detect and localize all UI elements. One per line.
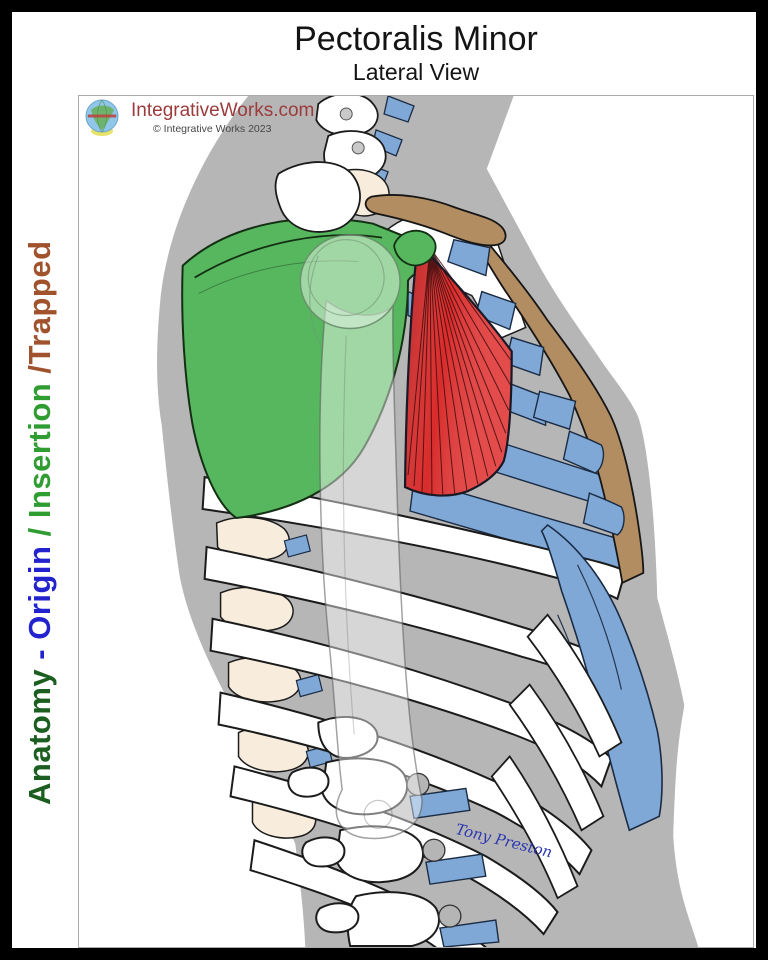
- legend-segment-anatomy: Anatomy: [22, 668, 57, 805]
- sternum-shape: [474, 228, 645, 585]
- anatomy-legend-label: Anatomy - Origin / Insertion /Trapped: [22, 240, 58, 805]
- costal-margin: [540, 523, 663, 832]
- legend-segment-slash2: /: [22, 364, 57, 383]
- legend-segment-trapped: Trapped: [22, 240, 57, 365]
- site-name: IntegrativeWorks.com: [131, 100, 315, 121]
- upper-thoracic-vertebra: [274, 161, 361, 233]
- page-title: Pectoralis Minor: [294, 20, 538, 58]
- thorax-figure: Tony Preston: [157, 96, 699, 947]
- header: Pectoralis Minor Lateral View: [78, 20, 754, 87]
- legend-segment-dash: -: [22, 639, 57, 669]
- muscle-striations: [407, 247, 513, 497]
- coracoid-process: [393, 229, 437, 267]
- legend-segment-origin: Origin: [22, 545, 57, 640]
- lumbar-spine: [287, 716, 500, 947]
- posterior-rib-sections: [215, 516, 317, 839]
- costal-cartilage-wedges: [447, 238, 625, 536]
- anatomy-illustration: Tony Preston IntegrativeWorks.com © Inte…: [78, 95, 754, 948]
- globe-logo-icon: [85, 99, 119, 136]
- legend-segment-slash1: /: [22, 518, 57, 546]
- copyright-text: © Integrative Works 2023: [153, 123, 272, 135]
- humerus-overlay: [299, 233, 423, 840]
- pectoralis-minor-shape: [403, 239, 513, 497]
- anterior-rib-segments: [490, 613, 623, 900]
- clavicle-shape: [364, 194, 507, 247]
- branding: IntegrativeWorks.com © Integrative Works…: [83, 98, 383, 142]
- legend-segment-insertion: Insertion: [22, 382, 57, 519]
- page-subtitle: Lateral View: [352, 59, 480, 86]
